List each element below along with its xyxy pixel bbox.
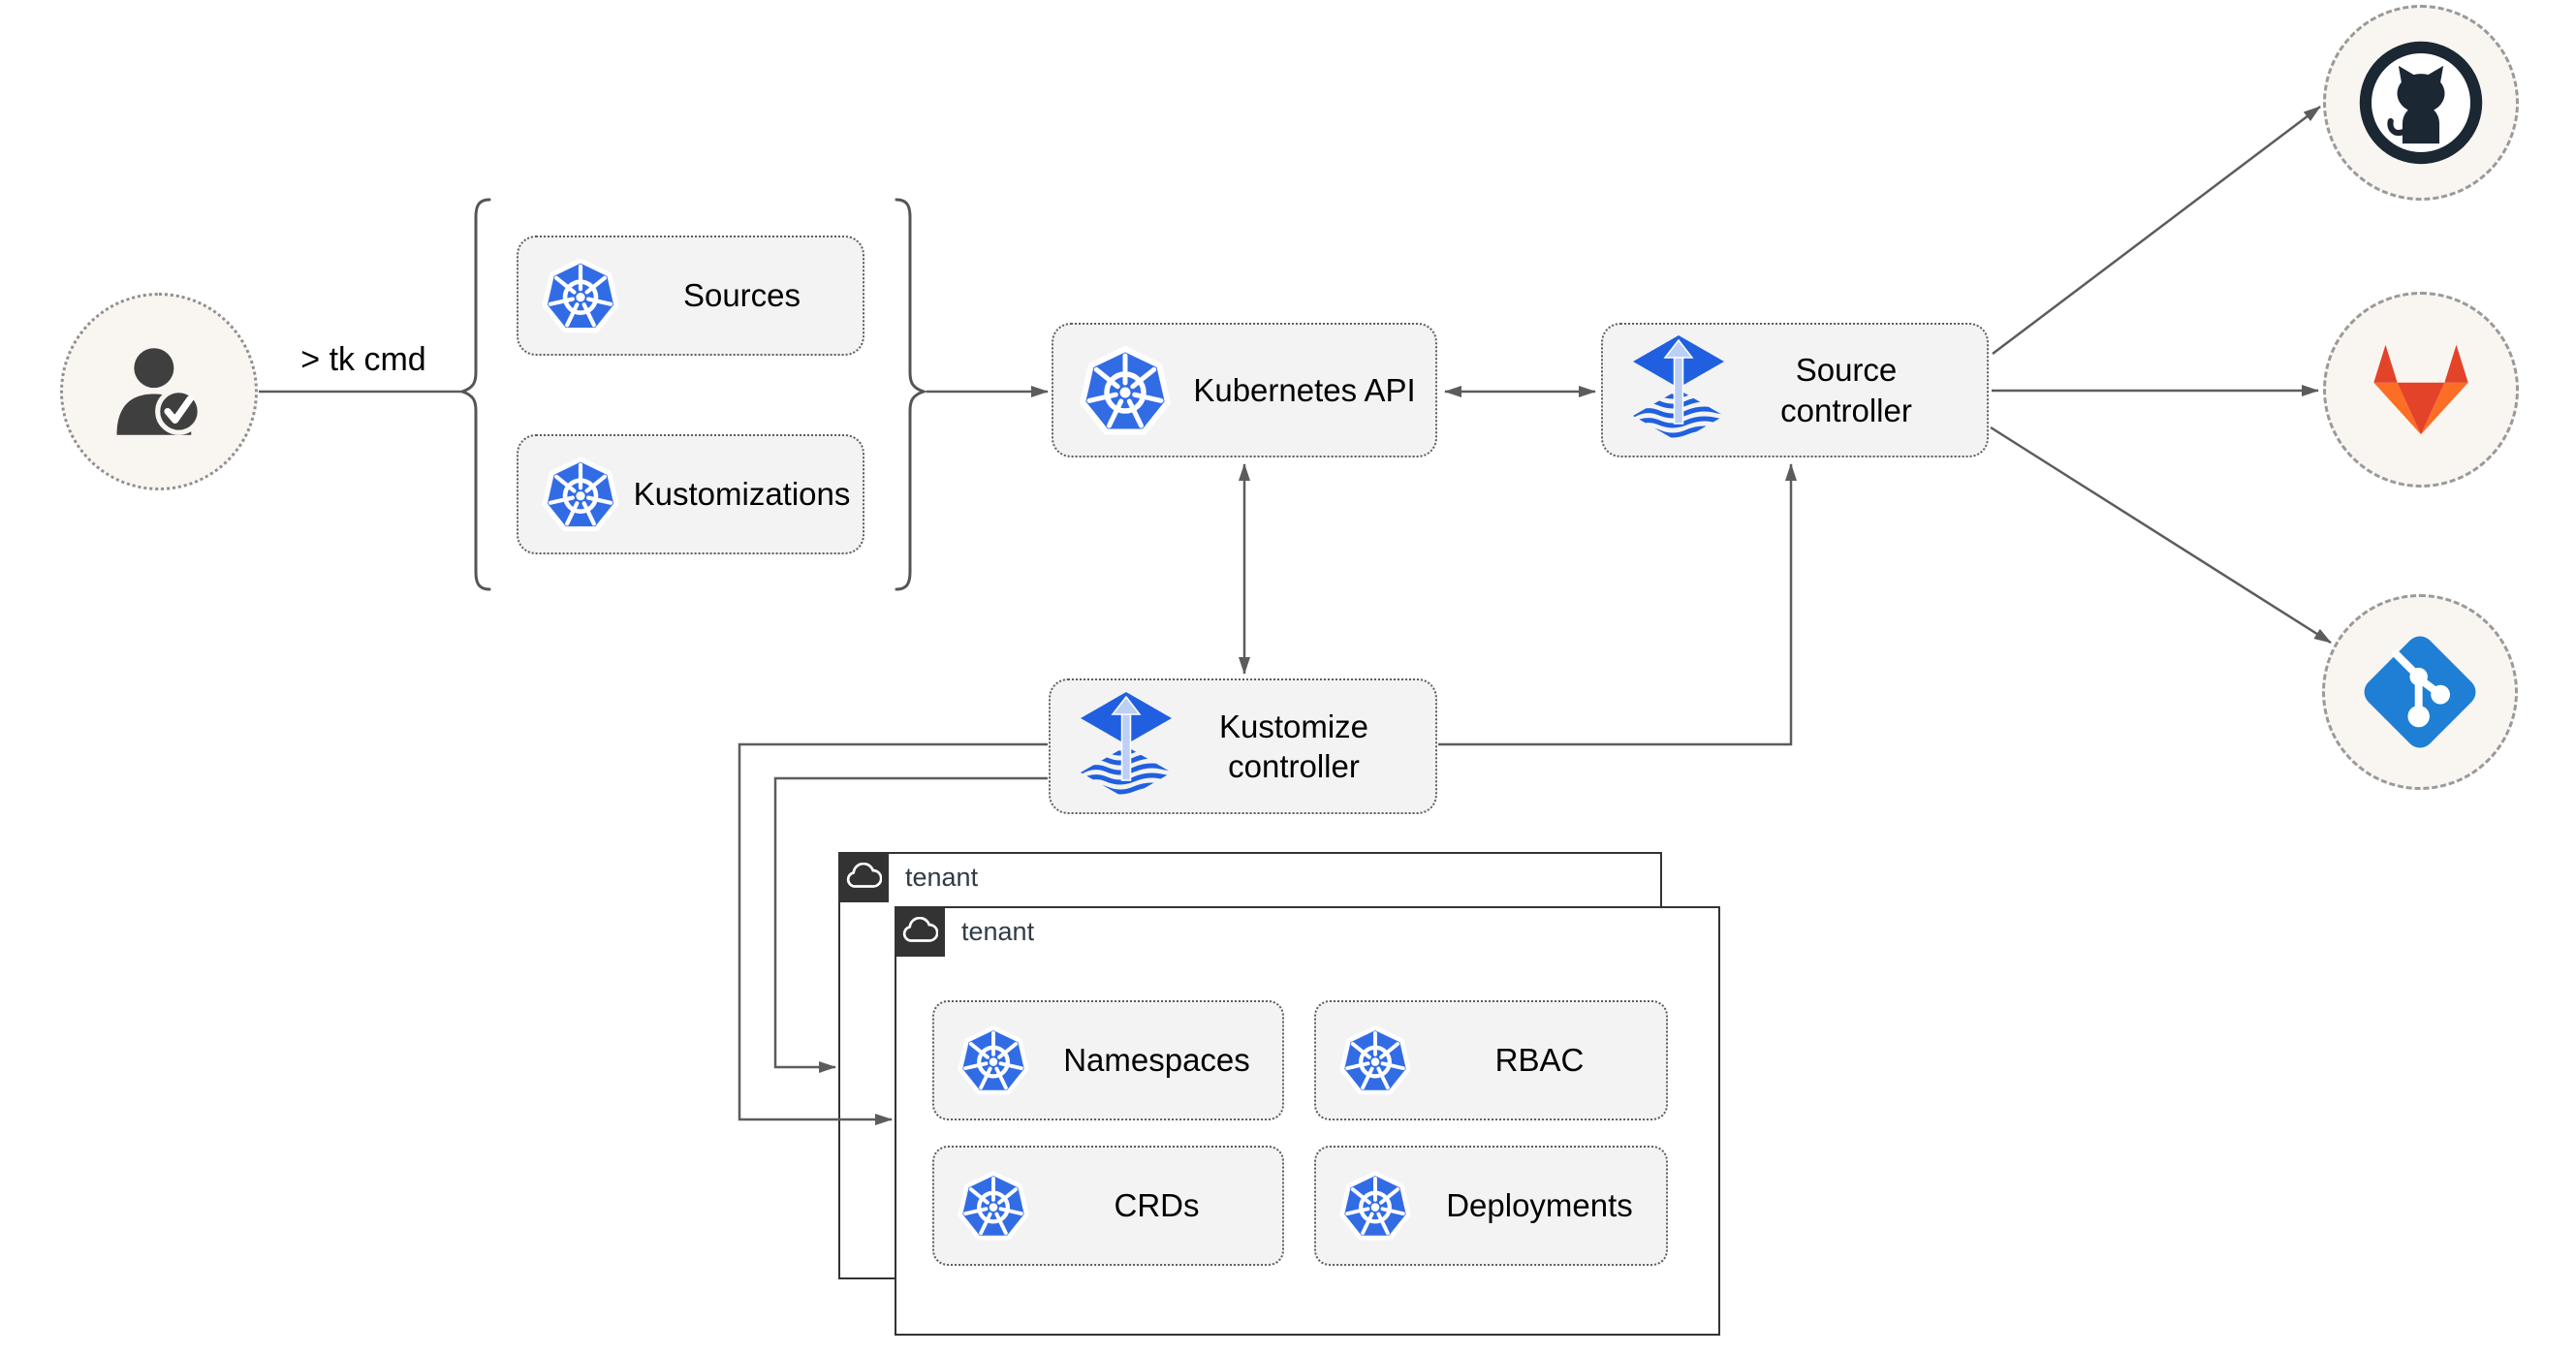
kubernetes-icon [1337,1168,1413,1244]
sources-box: Sources [517,236,864,356]
source-controller-label: Source controller [1780,352,1912,428]
brace-right [895,198,928,591]
deployments-box: Deployments [1314,1146,1668,1266]
kubernetes-icon [956,1168,1031,1244]
kustomizations-label: Kustomizations [633,476,851,513]
edge-source-controller-to-github [1992,106,2321,355]
edge-source-controller-to-git [1990,425,2332,645]
flux-icon [1078,691,1175,803]
gitlab-icon [2362,335,2480,444]
sources-label: Sources [682,277,801,314]
kubernetes-api-box: Kubernetes API [1052,323,1437,457]
kubernetes-api-label: Kubernetes API [1193,371,1416,408]
tenant-box-front [895,906,1720,1336]
tk-cmd-label: > tk cmd [300,341,426,378]
source-controller-box: Source controller [1601,323,1989,457]
brace-left [457,198,491,591]
kustomize-controller-box: Kustomize controller [1049,678,1437,814]
kustomizations-box: Kustomizations [517,434,864,554]
crds-label: CRDs [1114,1187,1200,1224]
tenant-tab-back [838,852,889,902]
rbac-label: RBAC [1494,1042,1585,1079]
kubernetes-icon [1077,342,1174,439]
rbac-box: RBAC [1314,1000,1668,1120]
kubernetes-icon [540,454,621,535]
namespaces-label: Namespaces [1063,1042,1250,1079]
cloud-icon [845,863,882,892]
user-circle [60,293,258,490]
github-circle [2323,5,2519,201]
crds-box: CRDs [932,1146,1284,1266]
kubernetes-icon [956,1023,1031,1098]
tenant-tab-front [895,906,945,957]
tenant-label-front: tenant [961,917,1035,946]
gitlab-circle [2323,292,2519,488]
deployments-label: Deployments [1446,1187,1633,1224]
flux-icon [1630,334,1727,446]
edge-kustomize-to-source-controller [1438,463,1797,746]
cloud-icon [901,917,938,946]
kubernetes-icon [540,255,621,336]
github-icon [2355,37,2487,169]
tenant-label-back: tenant [905,863,979,892]
kubernetes-icon [1337,1023,1413,1098]
kustomize-controller-label: Kustomize controller [1218,708,1369,784]
git-circle [2322,594,2518,790]
person-check-icon [97,330,221,454]
git-icon [2356,628,2484,756]
namespaces-box: Namespaces [932,1000,1284,1120]
